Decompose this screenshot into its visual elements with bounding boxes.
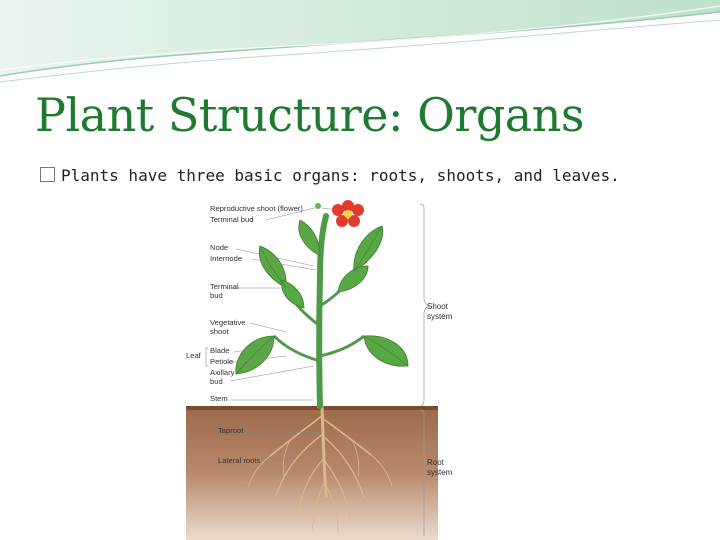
main-stem (316, 213, 329, 409)
soil-block (186, 406, 438, 540)
bullet-text: Plants have three basic organs: roots, s… (61, 166, 620, 185)
label-root-system-line1: Root (427, 458, 444, 467)
bullet-marker-icon (40, 167, 55, 182)
label-reproductive-shoot: Reproductive shoot (flower) (210, 204, 303, 213)
label-axillary-line2: bud (210, 377, 223, 386)
label-terminal-bud-top: Terminal bud (210, 215, 254, 224)
label-root-system-line2: system (427, 468, 453, 477)
label-petiole: Petiole (210, 357, 234, 366)
label-lateral-roots: Lateral roots (218, 456, 261, 465)
label-vegetative-line1: Vegetative (210, 318, 246, 327)
label-axillary-line1: Axillary (210, 368, 235, 377)
plant-illustration (186, 200, 438, 540)
slide-title: Plant Structure: Organs (35, 88, 584, 142)
label-shoot-system-line1: Shoot (427, 302, 448, 311)
label-leader-lines (225, 207, 339, 462)
label-internode: Internode (210, 254, 243, 263)
label-node: Node (210, 243, 229, 252)
label-leaf: Leaf (186, 351, 201, 360)
label-terminal-bud-line2: bud (210, 291, 223, 300)
label-taproot: Taproot (218, 426, 244, 435)
label-blade: Blade (210, 346, 230, 355)
bullet-item: Plants have three basic organs: roots, s… (40, 166, 620, 185)
root-system-drawing (247, 404, 393, 533)
label-shoot-system-line2: system (427, 312, 453, 321)
header-wave-band (0, 0, 720, 83)
label-stem: Stem (210, 394, 228, 403)
plant-structure-diagram: Reproductive shoot (flower) Terminal bud… (186, 196, 458, 540)
label-vegetative-line2: shoot (210, 327, 229, 336)
system-brackets (205, 203, 431, 536)
label-terminal-bud-line1: Terminal (210, 282, 239, 291)
